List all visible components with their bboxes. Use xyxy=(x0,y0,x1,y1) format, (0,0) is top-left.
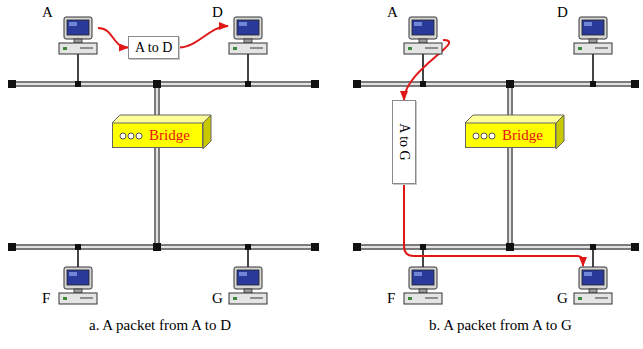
computer: A xyxy=(58,16,98,56)
caption: a. A packet from A to D xyxy=(89,316,231,334)
bridge: Bridge xyxy=(465,122,556,148)
computer: F xyxy=(58,266,98,306)
computer-label: G xyxy=(212,290,223,307)
bridge-label: Bridge xyxy=(149,123,190,147)
computer-label: D xyxy=(557,4,568,21)
packet-route xyxy=(404,40,449,100)
computer-icon xyxy=(573,266,613,306)
caption: b. A packet from A to G xyxy=(429,316,572,334)
computer: F xyxy=(403,266,443,306)
computer: G xyxy=(228,266,268,306)
computer: D xyxy=(228,16,268,56)
computer-label: F xyxy=(387,290,395,307)
packet-route xyxy=(404,184,583,266)
packet: A to G xyxy=(392,100,416,184)
computer: D xyxy=(573,16,613,56)
computer-icon xyxy=(58,16,98,56)
computer-label: G xyxy=(557,290,568,307)
packet-route xyxy=(98,28,128,48)
computer-label: F xyxy=(42,290,50,307)
packet-route xyxy=(179,26,228,48)
computer-icon xyxy=(403,266,443,306)
packet-label: A to D xyxy=(135,39,172,56)
bus-lines xyxy=(8,54,639,268)
computer-icon xyxy=(573,16,613,56)
packet: A to D xyxy=(128,36,179,59)
bridge-label: Bridge xyxy=(502,123,543,147)
computer-icon xyxy=(403,16,443,56)
computer-icon xyxy=(58,266,98,306)
computer-icon xyxy=(228,266,268,306)
computer-label: A xyxy=(387,4,398,21)
computer: A xyxy=(403,16,443,56)
bridge: Bridge xyxy=(112,122,203,148)
computer: G xyxy=(573,266,613,306)
packet-label: A to G xyxy=(396,123,413,160)
computer-label: D xyxy=(212,4,223,21)
computer-label: A xyxy=(42,4,53,21)
computer-icon xyxy=(228,16,268,56)
